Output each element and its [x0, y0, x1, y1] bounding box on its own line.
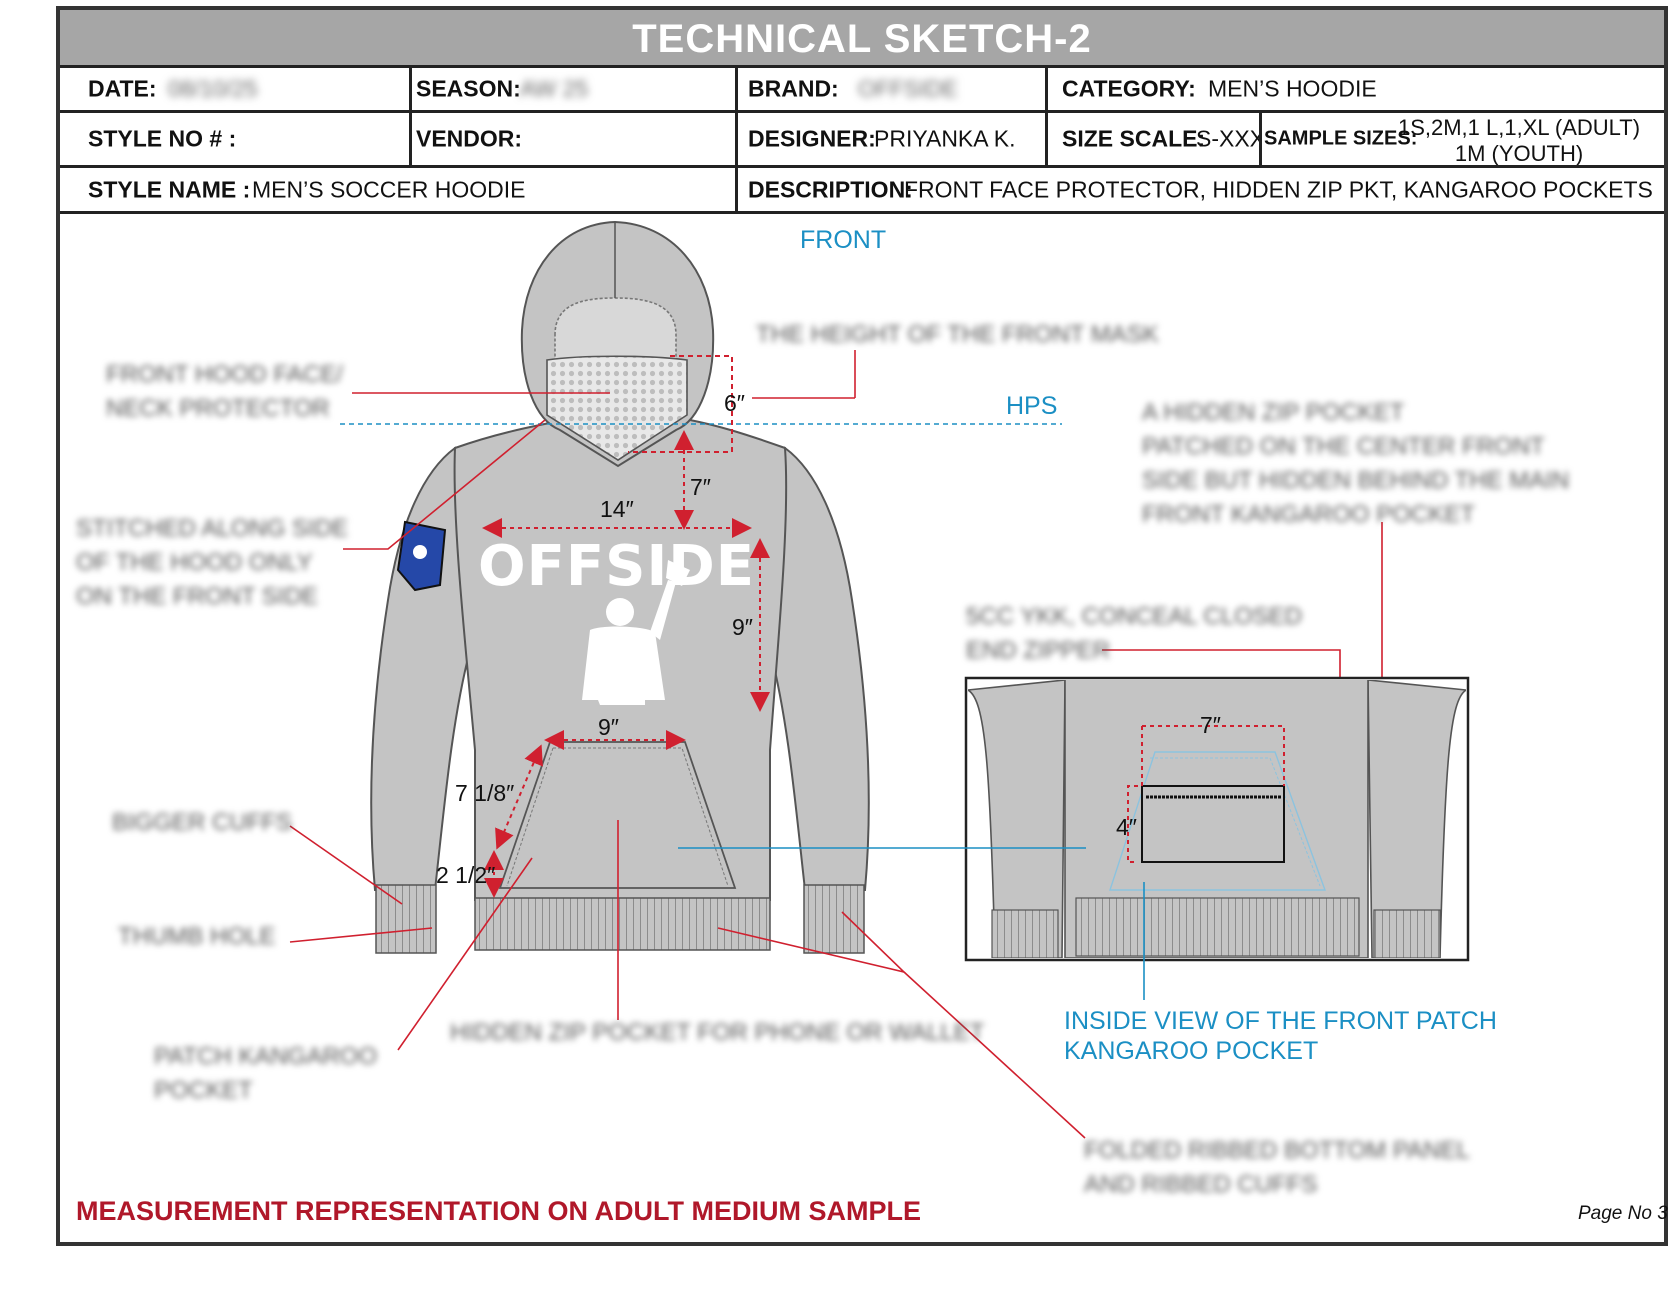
category-value: MEN’S HOODIE [1208, 75, 1377, 102]
note-hidden-zip-line-2: PATCHED ON THE CENTER FRONT [1142, 433, 1545, 460]
vendor-cell: VENDOR: [412, 113, 738, 165]
note-face-protector-line-2: NECK PROTECTOR [106, 395, 330, 422]
style-no-cell: STYLE NO # : [60, 113, 412, 165]
note-hidden-zip-line-1: A HIDDEN ZIP POCKET [1142, 399, 1405, 426]
inside-view-line-2: KANGAROO POCKET [1064, 1037, 1319, 1065]
dim-print-width: 14″ [600, 496, 634, 522]
vendor-label: VENDOR: [416, 125, 523, 152]
brand-label: BRAND: [748, 75, 839, 102]
note-hidden-zip: A HIDDEN ZIP POCKET PATCHED ON THE CENTE… [1142, 396, 1569, 532]
sample-sizes-values: 1S,2M,1 L,1,XL (ADULT) 1M (YOUTH) [1374, 115, 1664, 165]
description-value: FRONT FACE PROTECTOR, HIDDEN ZIP PKT, KA… [904, 176, 1653, 202]
note-zipper: 5CC YKK, CONCEAL CLOSED END ZIPPER [966, 600, 1302, 668]
category-label: CATEGORY: [1062, 75, 1196, 102]
pocket-side-line [495, 744, 543, 850]
season-cell: SEASON: AW 25 [412, 68, 738, 110]
designer-label: DESIGNER: [748, 125, 876, 152]
season-label: SEASON: [416, 75, 521, 102]
brand-cell: BRAND: OFFSIDE [738, 68, 1048, 110]
dim-pocket-side: 7 1/8″ [455, 780, 515, 806]
dim-hps-to-print: 7″ [690, 474, 711, 500]
note-stitched-line-3: ON THE FRONT SIDE [76, 583, 318, 610]
note-face-protector-line-1: FRONT HOOD FACE/ [106, 361, 343, 388]
hps-label: HPS [1006, 392, 1058, 420]
dim-mask-height: 6″ [724, 390, 745, 416]
note-stitched: STITCHED ALONG SIDE OF THE HOOD ONLY ON … [76, 512, 348, 614]
style-no-label: STYLE NO # : [88, 125, 237, 152]
header-row-1: DATE: 08/10/25 SEASON: AW 25 BRAND: OFFS… [60, 68, 1664, 113]
face-protector [546, 355, 688, 461]
waistband [474, 897, 771, 951]
note-zipper-line-1: 5CC YKK, CONCEAL CLOSED [966, 603, 1303, 630]
note-patch-pocket: PATCH KANGAROO POCKET [154, 1040, 377, 1108]
note-stitched-line-1: STITCHED ALONG SIDE [76, 515, 349, 542]
size-scale-cell: SIZE SCALE: S-XXXL [1048, 113, 1262, 165]
front-label: FRONT [800, 226, 887, 254]
dim-zip-pocket-height: 4″ [1116, 814, 1137, 840]
sample-sizes-cell: SAMPLE SIZES: 1S,2M,1 L,1,XL (ADULT) 1M … [1262, 113, 1668, 165]
date-value: 08/10/25 [168, 75, 258, 102]
title-bar: TECHNICAL SKETCH-2 [60, 10, 1664, 68]
header-row-3: STYLE NAME : MEN’S SOCCER HOODIE DESCRIP… [60, 168, 1664, 214]
size-scale-label: SIZE SCALE: [1062, 125, 1206, 152]
inset-inside-view [964, 676, 1470, 962]
designer-value: PRIYANKA K. [874, 125, 1016, 152]
tech-sheet: TECHNICAL SKETCH-2 DATE: 08/10/25 SEASON… [56, 6, 1668, 1246]
sample-sizes-line-2: 1M (YOUTH) [1454, 141, 1584, 165]
note-patch-pocket-line-1: PATCH KANGAROO [154, 1043, 378, 1070]
dim-pocket-opening: 2 1/2″ [436, 862, 496, 888]
note-thumb-hole: THUMB HOLE [118, 923, 276, 950]
left-cuff [375, 884, 437, 954]
callout-lines [289, 350, 1383, 1139]
style-name-value: MEN’S SOCCER HOODIE [252, 176, 526, 202]
note-stitched-line-2: OF THE HOOD ONLY [76, 549, 313, 576]
zip-pocket [1141, 785, 1285, 863]
note-ribbed-line-2: AND RIBBED CUFFS [1084, 1171, 1318, 1198]
sample-sizes-line-1: 1S,2M,1 L,1,XL (ADULT) [1397, 115, 1641, 140]
dim-zip-pocket-width: 7″ [1200, 712, 1221, 738]
measurement-lines [482, 355, 770, 898]
sample-sizes-label: SAMPLE SIZES: [1264, 127, 1418, 150]
note-patch-pocket-line-2: POCKET [154, 1077, 253, 1104]
note-ribbed: FOLDED RIBBED BOTTOM PANEL AND RIBBED CU… [1084, 1134, 1470, 1202]
sheet-title: TECHNICAL SKETCH-2 [632, 17, 1092, 61]
season-value: AW 25 [520, 75, 589, 102]
designer-cell: DESIGNER: PRIYANKA K. [738, 113, 1048, 165]
style-name-label: STYLE NAME : [88, 176, 251, 202]
note-hidden-zip-line-3: SIDE BUT HIDDEN BEHIND THE MAIN [1142, 467, 1570, 494]
note-zipper-line-2: END ZIPPER [966, 637, 1111, 664]
note-hidden-zip-line-4: FRONT KANGAROO POCKET [1142, 501, 1475, 528]
size-scale-value: S-XXXL [1196, 125, 1259, 152]
description-cell: DESCRIPTION: FRONT FACE PROTECTOR, HIDDE… [738, 168, 1668, 211]
note-hidden-zip-phone: HIDDEN ZIP POCKET FOR PHONE OR WALLET [450, 1019, 985, 1046]
description-label: DESCRIPTION: [748, 176, 913, 202]
header-row-2: STYLE NO # : VENDOR: DESIGNER: PRIYANKA … [60, 113, 1664, 168]
dim-pocket-top: 9″ [598, 714, 619, 740]
note-bigger-cuffs: BIGGER CUFFS [112, 809, 293, 836]
brand-value: OFFSIDE [858, 75, 958, 102]
note-ribbed-line-1: FOLDED RIBBED BOTTOM PANEL [1084, 1137, 1470, 1164]
dim-print-height: 9″ [732, 614, 753, 640]
inside-view-label: INSIDE VIEW OF THE FRONT PATCH KANGAROO … [1064, 1006, 1497, 1066]
measurement-note: MEASUREMENT REPRESENTATION ON ADULT MEDI… [76, 1196, 922, 1226]
page-number: Page No 3 [1578, 1203, 1668, 1224]
print-figure-icon [582, 560, 690, 705]
note-face-protector: FRONT HOOD FACE/ NECK PROTECTOR [106, 358, 343, 426]
right-cuff [803, 884, 865, 954]
date-cell: DATE: 08/10/25 [60, 68, 412, 110]
note-mask-height: THE HEIGHT OF THE FRONT MASK [756, 321, 1159, 348]
date-label: DATE: [88, 75, 157, 102]
style-name-cell: STYLE NAME : MEN’S SOCCER HOODIE [60, 168, 738, 211]
offside-print: OFFSIDE [478, 534, 756, 599]
category-cell: CATEGORY: MEN’S HOODIE [1048, 68, 1668, 110]
inside-view-line-1: INSIDE VIEW OF THE FRONT PATCH [1064, 1007, 1497, 1035]
